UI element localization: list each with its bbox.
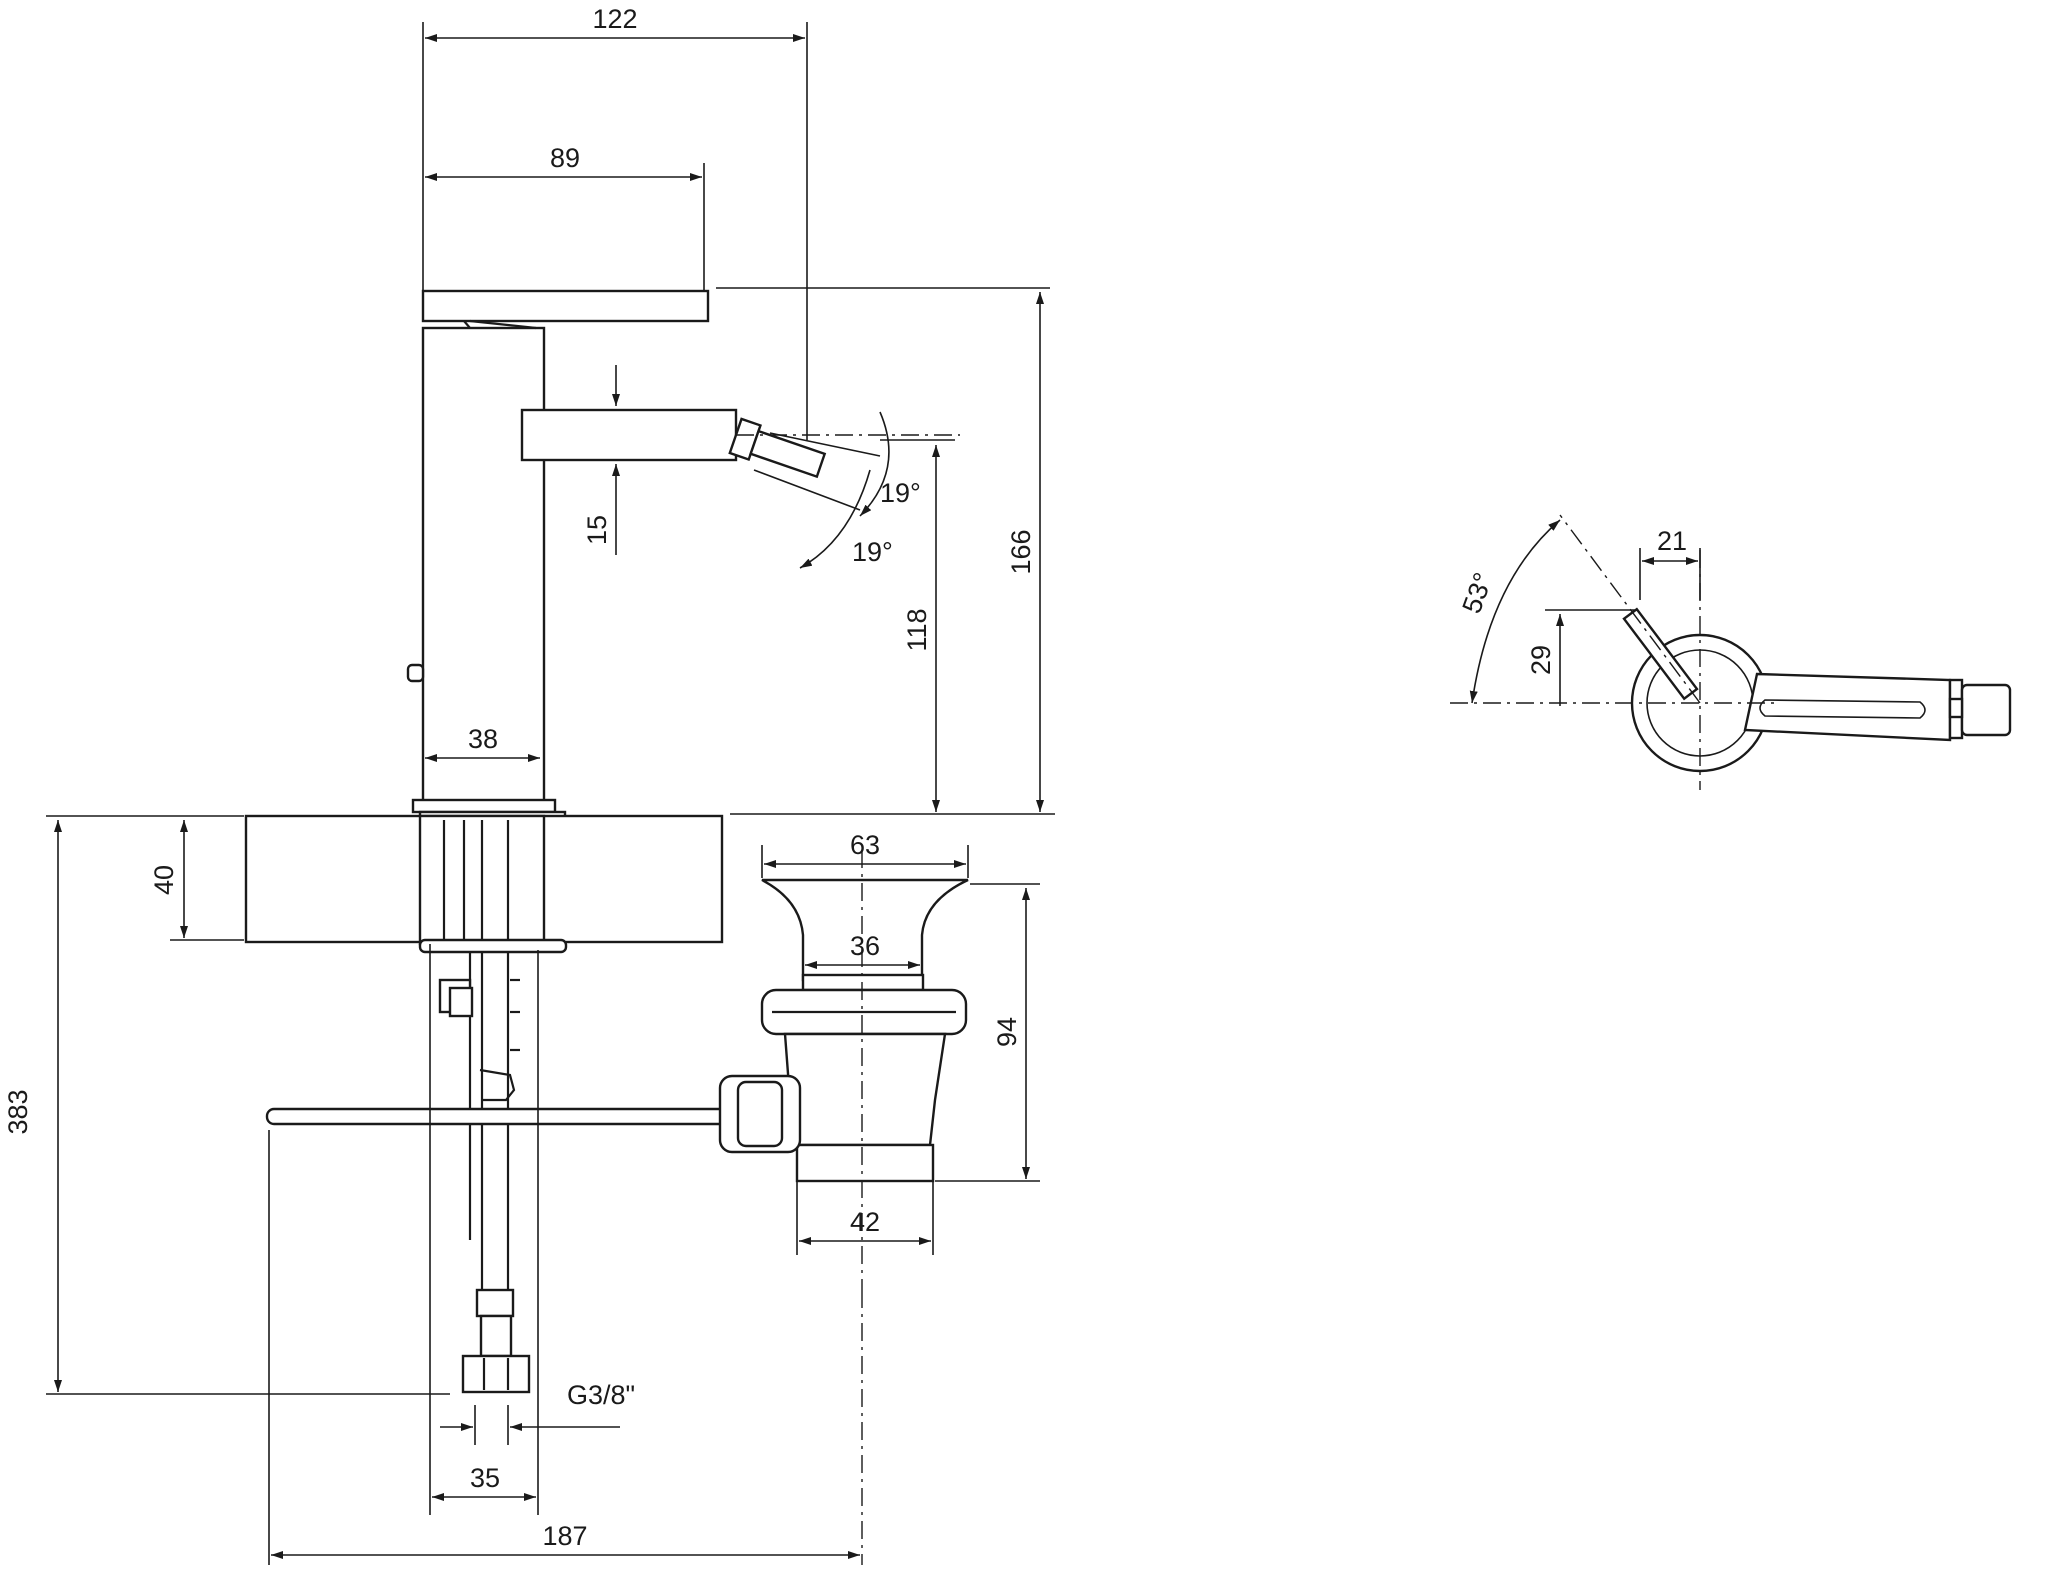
popup-rod	[265, 1107, 729, 1126]
dim-waste-outlet-diameter: 42	[850, 1207, 880, 1237]
dim-angle-down: 19°	[852, 537, 893, 567]
dim-deck-thickness: 40	[149, 865, 179, 895]
dimension-lines	[46, 22, 1701, 1565]
faucet-elevation	[244, 289, 960, 1394]
dim-plan-offset: 21	[1657, 526, 1687, 556]
dim-spout-height: 118	[902, 608, 932, 651]
dim-top-width: 122	[592, 4, 637, 34]
dim-waste-inner-diameter: 36	[850, 931, 880, 961]
dim-below-deck-length: 383	[3, 1089, 33, 1134]
spout	[520, 408, 738, 462]
dim-thread-size: G3/8"	[567, 1380, 635, 1410]
dim-nozzle-offset: 15	[582, 515, 612, 545]
dim-angle-up: 19°	[880, 478, 921, 508]
dim-body-width: 38	[468, 724, 498, 754]
dim-waste-height: 94	[992, 1017, 1022, 1047]
dim-plan-lever-offset: 29	[1526, 645, 1556, 675]
faucet-body	[421, 326, 546, 804]
dim-overall-depth: 187	[542, 1521, 587, 1551]
dim-handle-width: 89	[550, 143, 580, 173]
lever-handle	[421, 289, 710, 323]
waste-drain	[718, 850, 969, 1565]
dimension-labels: 122 89 166 118 15 19° 19° 38 40 383 63 3…	[3, 4, 1687, 1551]
plan-view	[1450, 514, 2012, 790]
plan-lever	[1622, 607, 1699, 701]
popup-knob	[406, 663, 425, 683]
dim-plan-angle: 53°	[1456, 569, 1498, 618]
nozzle	[728, 417, 827, 479]
dim-connector-spacing: 35	[470, 1463, 500, 1493]
dim-total-height: 166	[1006, 529, 1036, 574]
dim-waste-flange-diameter: 63	[850, 830, 880, 860]
